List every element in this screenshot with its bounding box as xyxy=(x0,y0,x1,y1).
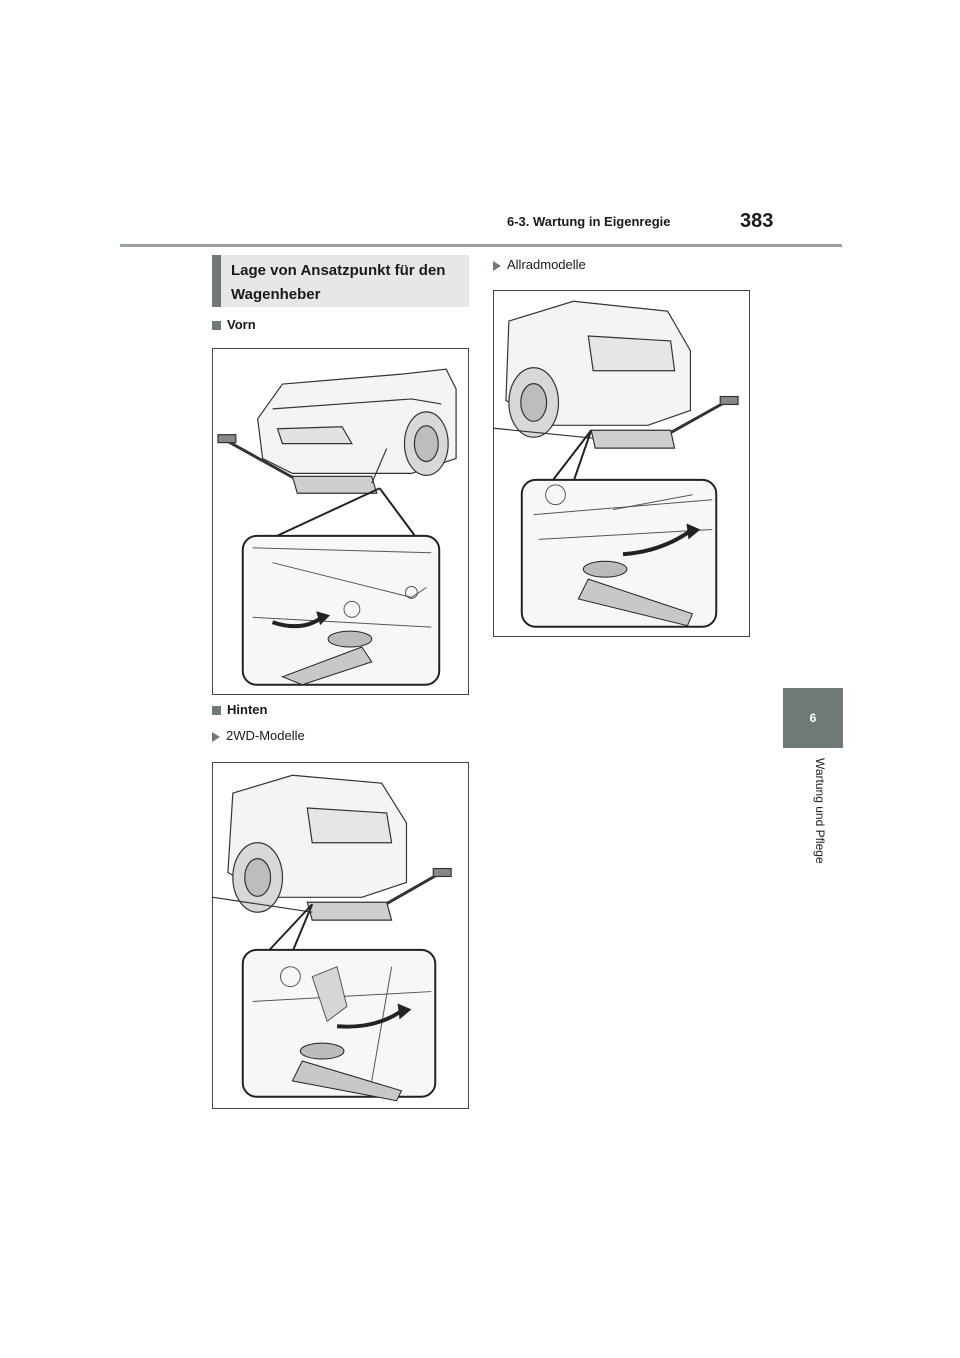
variant-awd-label: Allradmodelle xyxy=(507,257,586,272)
section-heading-line2: Wagenheber xyxy=(231,286,321,303)
front-illustration xyxy=(217,368,457,686)
page-number: 383 xyxy=(740,210,774,232)
front-label: Vorn xyxy=(227,317,256,332)
rear-subheading: Hinten xyxy=(212,702,267,717)
section-heading-line1: Lage von Ansatzpunkt für den xyxy=(231,262,446,279)
chapter-tab: 6 xyxy=(783,688,843,748)
rear-2wd-jack-point-figure xyxy=(212,762,469,1109)
front-jack-point-figure xyxy=(212,348,469,695)
variant-2wd: 2WD-Modelle xyxy=(212,728,305,743)
rear-label: Hinten xyxy=(227,702,268,717)
rear-2wd-illustration xyxy=(213,774,452,1102)
triangle-bullet-icon xyxy=(212,731,220,742)
variant-2wd-label: 2WD-Modelle xyxy=(226,728,305,743)
rear-awd-jack-point-figure xyxy=(493,290,750,637)
chapter-tab-label: Wartung und Pflege xyxy=(813,758,827,864)
variant-awd: Allradmodelle xyxy=(493,257,586,272)
header-rule xyxy=(120,244,842,247)
square-bullet-icon xyxy=(212,321,221,331)
rear-awd-illustration xyxy=(494,300,739,628)
header-chapter: 6-3. Wartung in Eigenregie xyxy=(507,214,671,229)
section-heading: Lage von Ansatzpunkt für den Wagenheber xyxy=(212,255,469,307)
square-bullet-icon xyxy=(212,706,221,716)
front-subheading: Vorn xyxy=(212,317,256,332)
triangle-bullet-icon xyxy=(493,260,501,271)
